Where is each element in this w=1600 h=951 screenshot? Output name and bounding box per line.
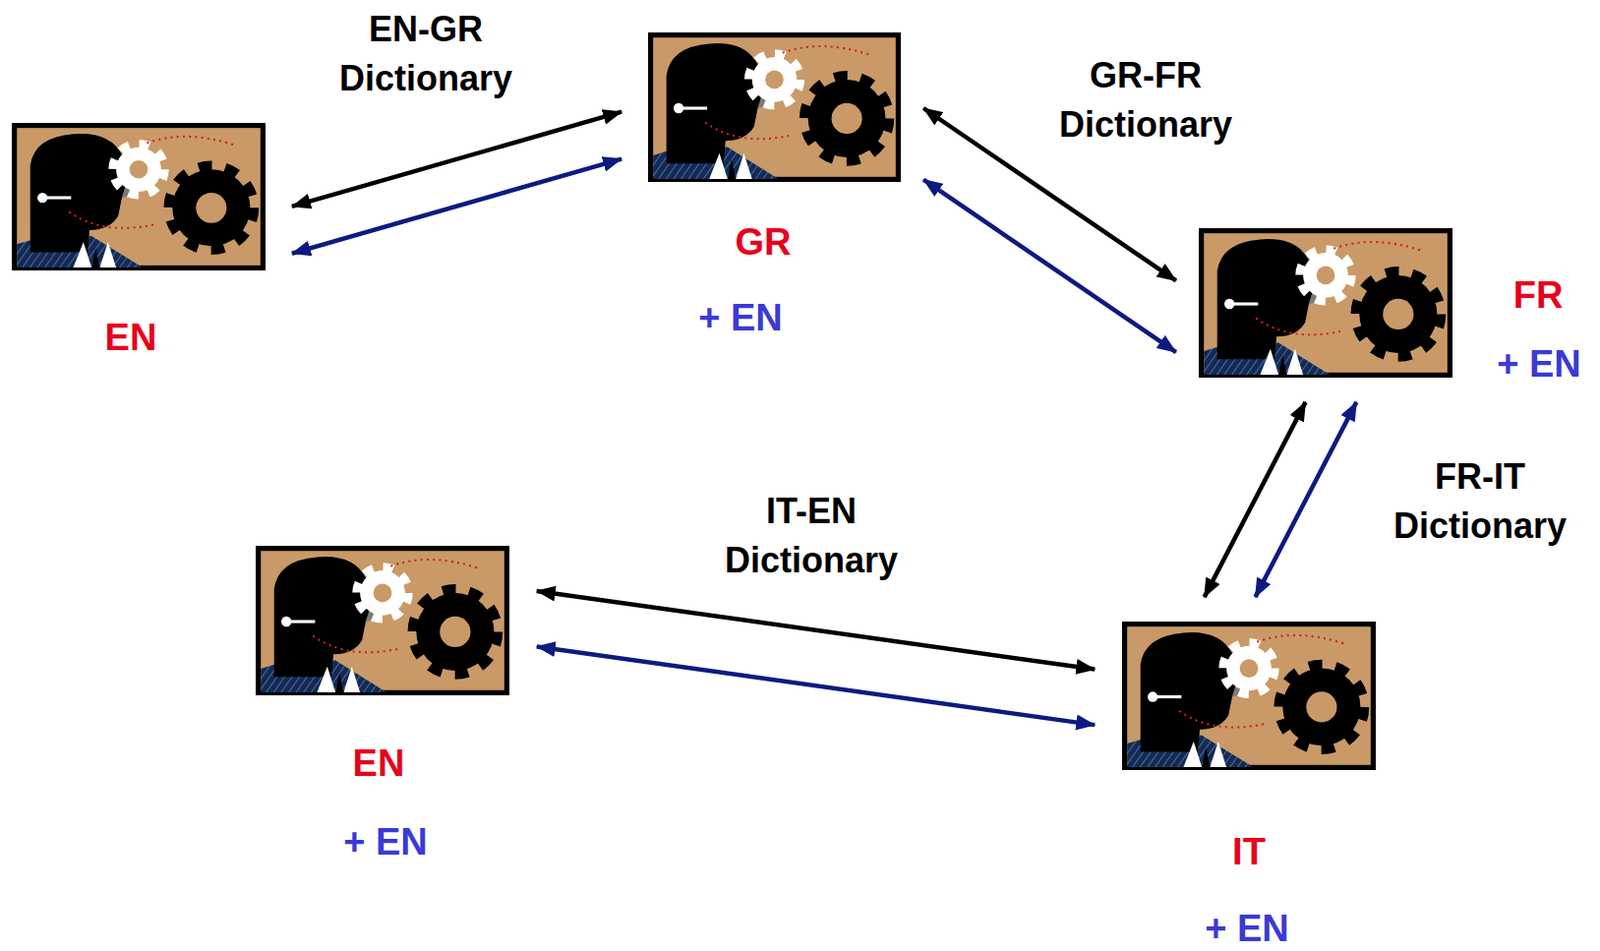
translator-node: FR+ EN (1198, 228, 1453, 378)
dictionary-arrow (292, 112, 622, 207)
dictionary-arrow (923, 179, 1177, 353)
dictionary-arrow (536, 646, 1096, 725)
translator-node: EN (11, 122, 266, 271)
translator-illustration (1125, 624, 1374, 769)
translator-illustration (648, 32, 901, 182)
dictionary-label: IT-EN Dictionary (688, 486, 935, 585)
extra-language-label: + EN (1204, 908, 1290, 950)
extra-language-label: + EN (343, 822, 428, 864)
translator-illustration (1198, 228, 1453, 378)
translator-illustration (1201, 231, 1451, 376)
language-label: EN (353, 743, 406, 785)
translator-illustration (258, 548, 508, 694)
dictionary-label: GR-FR Dictionary (1022, 51, 1269, 149)
dictionary-label: FR-IT Dictionary (1357, 452, 1600, 550)
language-label: EN (105, 317, 158, 359)
translator-illustration (255, 545, 510, 696)
dictionary-label: EN-GR Dictionary (302, 4, 549, 103)
translator-node: GR+ EN (648, 32, 901, 182)
extra-language-label: + EN (1496, 344, 1582, 386)
translator-illustration (11, 122, 266, 271)
translator-node: IT+ EN (1122, 621, 1376, 771)
translator-illustration (14, 125, 264, 269)
translator-illustration (1122, 621, 1376, 771)
translator-node: EN+ EN (255, 545, 510, 696)
language-label: FR (1513, 275, 1564, 317)
dictionary-arrow (1204, 402, 1306, 597)
language-label: GR (735, 222, 792, 264)
translator-illustration (651, 35, 899, 180)
dictionary-arrow (1254, 402, 1357, 597)
extra-language-label: + EN (698, 297, 783, 340)
dictionary-arrow (292, 159, 622, 254)
language-label: IT (1232, 831, 1266, 874)
